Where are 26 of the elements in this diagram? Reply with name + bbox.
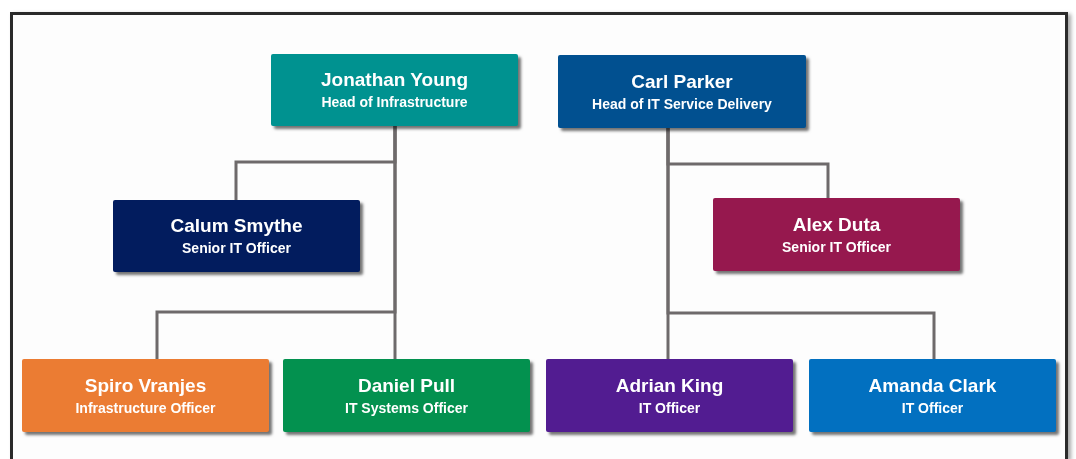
job-title: Senior IT Officer [782, 237, 891, 257]
person-name: Spiro Vranjes [84, 373, 207, 398]
org-chart-box [283, 359, 530, 432]
job-title: Senior IT Officer [182, 239, 291, 258]
person-name: Adrian King [615, 373, 724, 398]
org-chart-box [558, 55, 806, 128]
org-chart-box [113, 200, 360, 272]
job-title: Head of IT Service Delivery [592, 94, 772, 114]
person-name: Alex Duta [792, 212, 881, 237]
connector-line [666, 128, 936, 359]
org-chart-box [546, 359, 793, 432]
job-title: IT Officer [901, 398, 964, 418]
connector-line [393, 126, 397, 359]
job-title: IT Officer [638, 398, 701, 418]
person-name: Daniel Pull [357, 373, 456, 398]
job-title: Head of Infrastructure [321, 93, 468, 112]
org-chart-box [22, 359, 269, 432]
org-chart-box [271, 54, 518, 126]
person-name: Carl Parker [631, 69, 733, 94]
person-name: Amanda Clark [868, 373, 997, 398]
org-chart-box [809, 359, 1056, 432]
org-chart-box [713, 198, 960, 271]
job-title: Infrastructure Officer [75, 398, 216, 418]
job-title: IT Systems Officer [345, 398, 468, 418]
person-name: Calum Smythe [170, 214, 303, 238]
person-name: Jonathan Young [320, 68, 469, 92]
